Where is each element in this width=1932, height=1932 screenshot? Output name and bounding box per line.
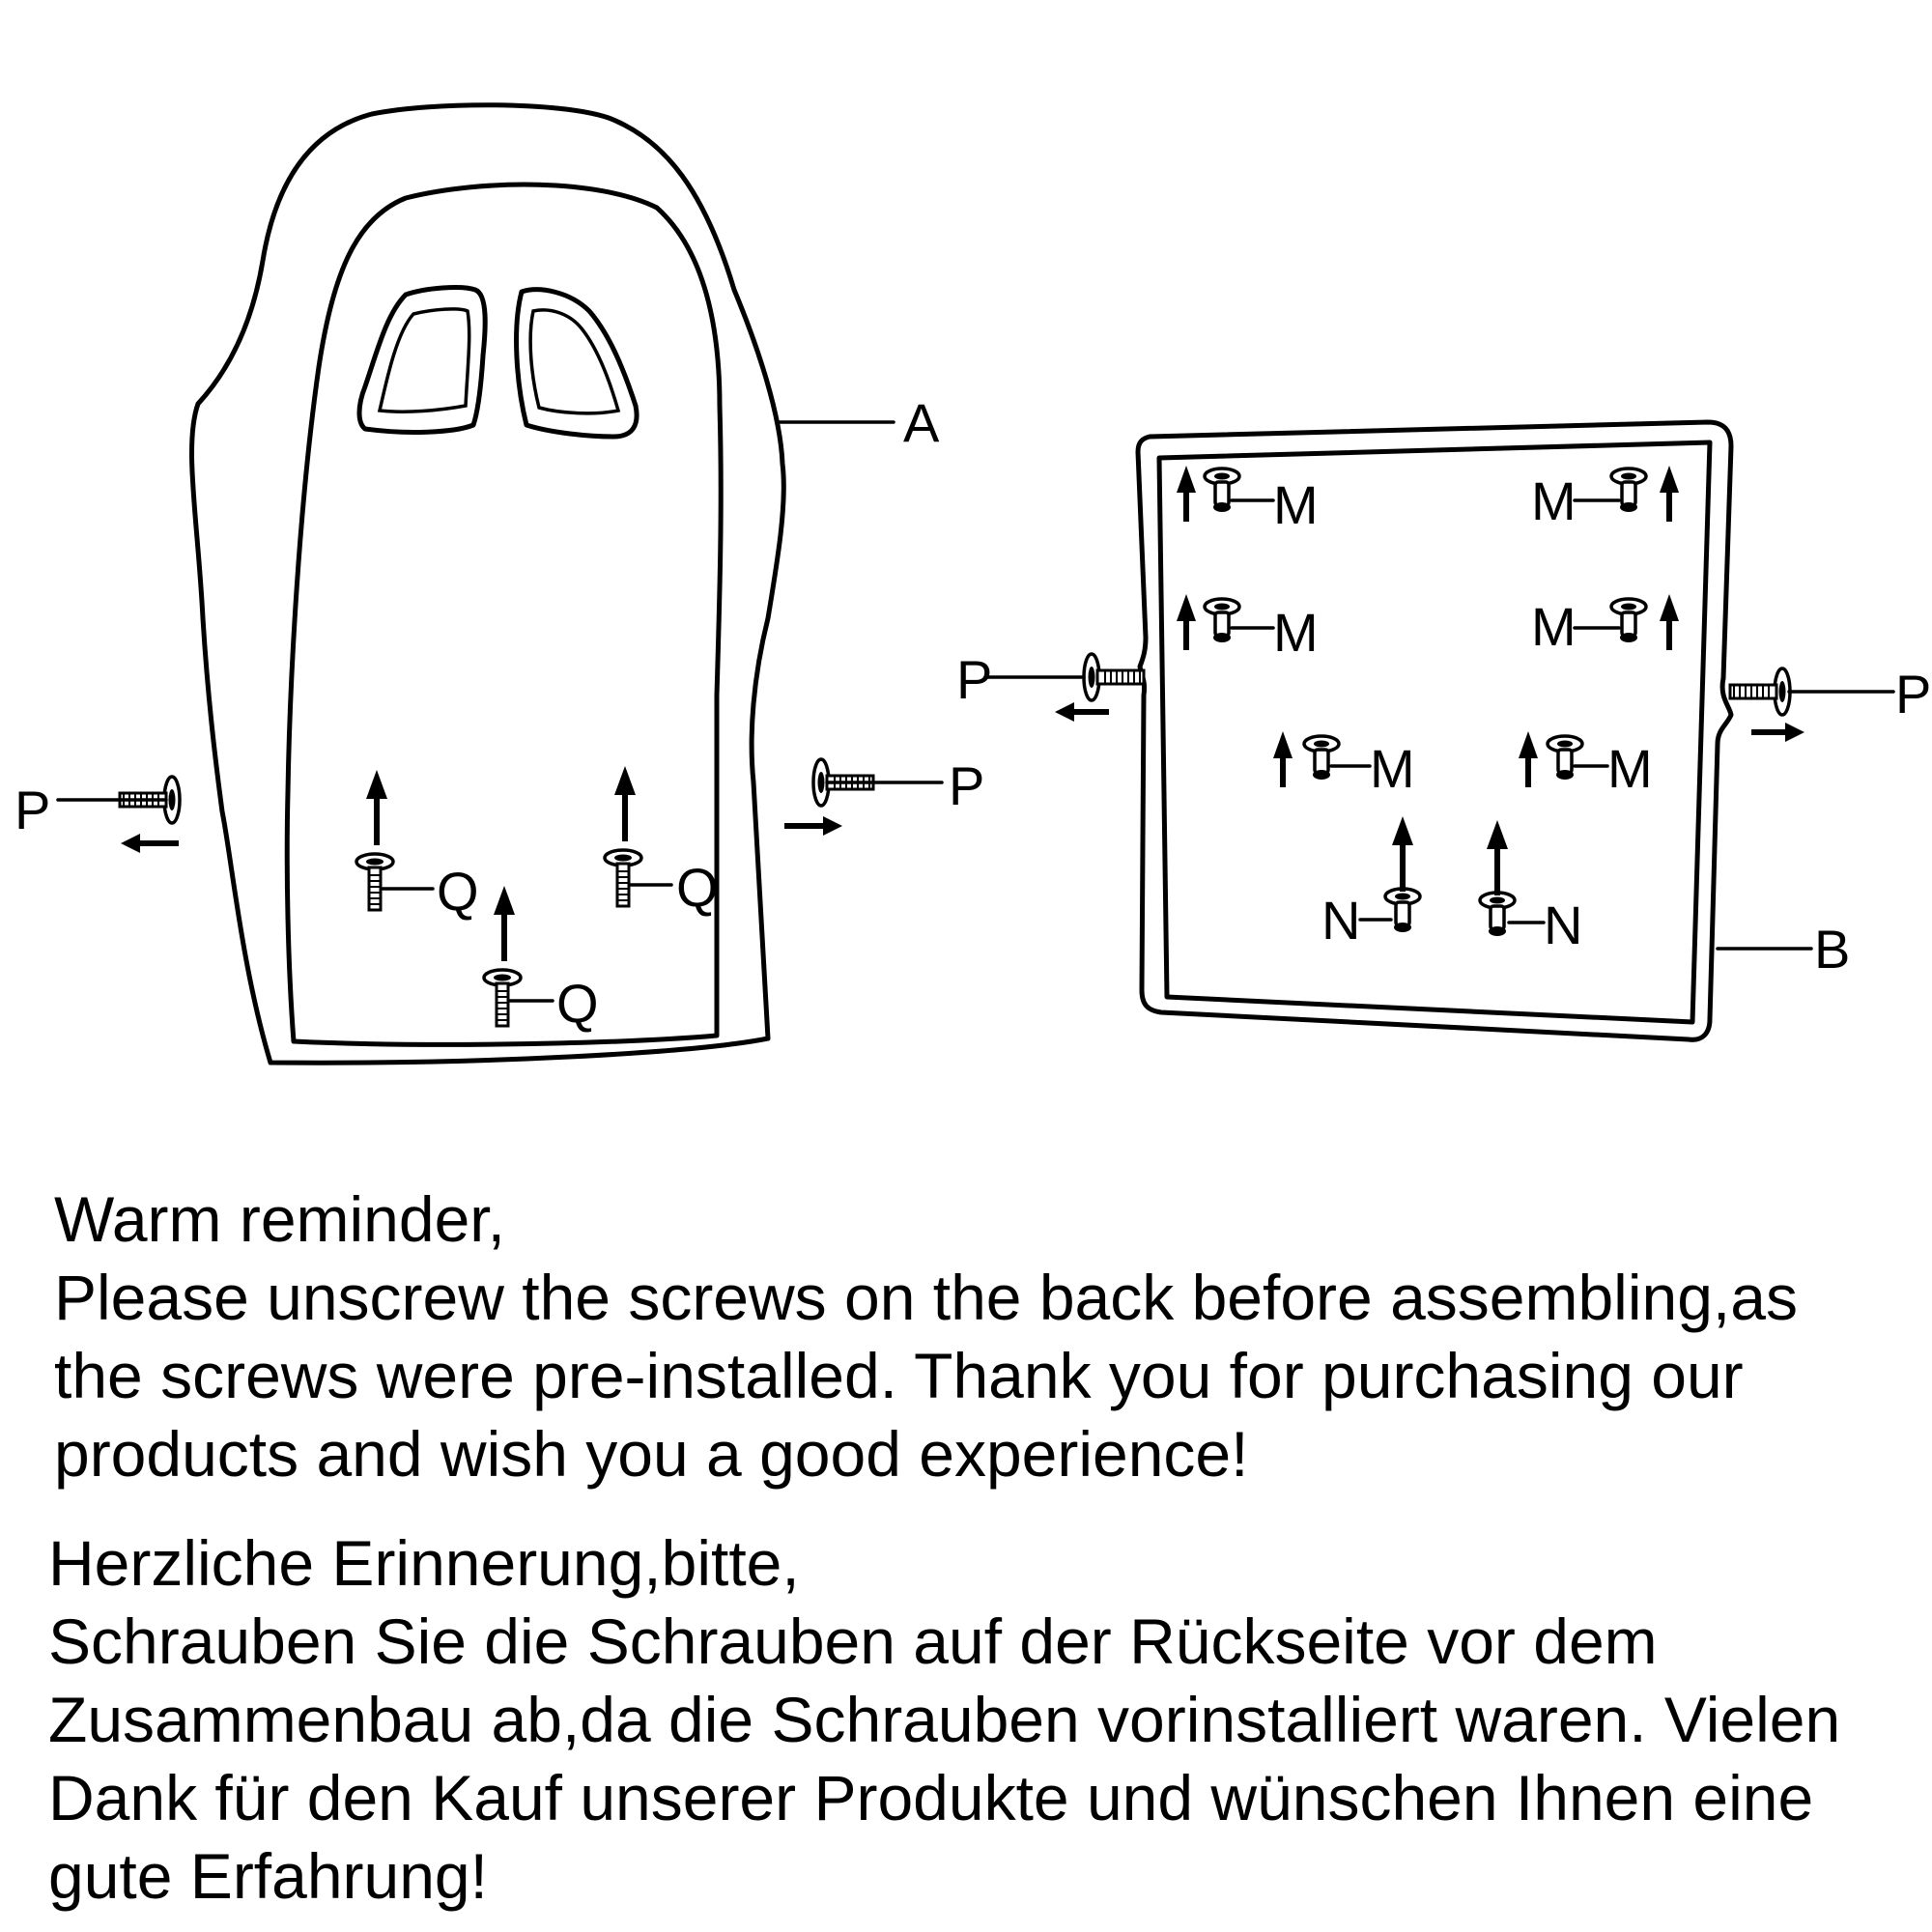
top-screw-m-6: M bbox=[1519, 731, 1653, 799]
headrest-slot-right bbox=[514, 287, 639, 440]
top-screw-m-4: M bbox=[1531, 594, 1679, 657]
notice-line: Schrauben Sie die Schrauben auf der Rück… bbox=[48, 1605, 1658, 1677]
top-screw-m-3: M bbox=[1177, 594, 1319, 663]
top-screw-label: M bbox=[1273, 602, 1319, 663]
assembly-diagram: A P P Q Q bbox=[14, 102, 1931, 1065]
top-screw-label: M bbox=[1370, 738, 1415, 799]
top-screw-label: M bbox=[1607, 738, 1653, 799]
top-screw-label: M bbox=[1531, 596, 1577, 657]
notice-line: Please unscrew the screws on the back be… bbox=[54, 1262, 1798, 1333]
side-screw-right-a: P bbox=[784, 755, 984, 836]
back-screw-q-3: Q bbox=[482, 886, 599, 1034]
side-screw-left-a: P bbox=[14, 775, 182, 853]
top-screw-label: M bbox=[1273, 474, 1319, 535]
top-screw-m-5: M bbox=[1273, 731, 1415, 799]
seat-base-drawing: B P P M M bbox=[956, 419, 1931, 1042]
back-screw-label: Q bbox=[676, 857, 719, 918]
bottom-screw-n-1: N bbox=[1321, 816, 1422, 951]
top-screw-m-1: M bbox=[1177, 466, 1319, 535]
seat-base-inner-outline bbox=[1156, 440, 1713, 1025]
seat-back-outer-outline bbox=[189, 102, 786, 1065]
notice-line: Zusammenbau ab,da die Schrauben vorinsta… bbox=[48, 1684, 1841, 1755]
notice-heading: Warm reminder, bbox=[54, 1183, 505, 1255]
back-screw-label: Q bbox=[437, 861, 479, 922]
notice-german: Herzliche Erinnerung,bitte, Schrauben Si… bbox=[48, 1524, 1903, 1916]
top-screw-m-2: M bbox=[1531, 466, 1679, 531]
notice-line: Dank für den Kauf unserer Produkte und w… bbox=[48, 1762, 1814, 1833]
seat-back-drawing: A P P Q Q bbox=[14, 102, 984, 1065]
side-screw-label: P bbox=[949, 755, 984, 816]
seat-back-part-label: A bbox=[903, 392, 940, 453]
notice-english: Warm reminder, Please unscrew the screws… bbox=[54, 1180, 1909, 1493]
side-screw-label: P bbox=[1895, 664, 1931, 724]
notice-line: products and wish you a good experience! bbox=[54, 1418, 1249, 1490]
side-screw-right-b: P bbox=[1728, 664, 1931, 742]
seat-base-outer-outline bbox=[1135, 419, 1734, 1042]
back-screw-label: Q bbox=[556, 973, 599, 1034]
headrest-slot-left bbox=[356, 285, 488, 435]
seat-base-part-label: B bbox=[1814, 919, 1850, 980]
bottom-screw-label: N bbox=[1321, 890, 1360, 951]
seat-back-inner-outline bbox=[284, 182, 724, 1047]
back-screw-q-2: Q bbox=[603, 766, 719, 918]
back-screw-q-1: Q bbox=[355, 770, 479, 922]
notice-line: the screws were pre-installed. Thank you… bbox=[54, 1340, 1744, 1411]
side-screw-label: P bbox=[956, 649, 992, 710]
notice-heading: Herzliche Erinnerung,bitte, bbox=[48, 1527, 800, 1599]
bottom-screw-label: N bbox=[1544, 895, 1582, 955]
side-screw-left-b: P bbox=[956, 649, 1146, 722]
top-screw-label: M bbox=[1531, 470, 1577, 531]
side-screw-label: P bbox=[14, 780, 50, 840]
bottom-screw-n-2: N bbox=[1478, 820, 1582, 955]
notice-line: gute Erfahrung! bbox=[48, 1840, 488, 1912]
